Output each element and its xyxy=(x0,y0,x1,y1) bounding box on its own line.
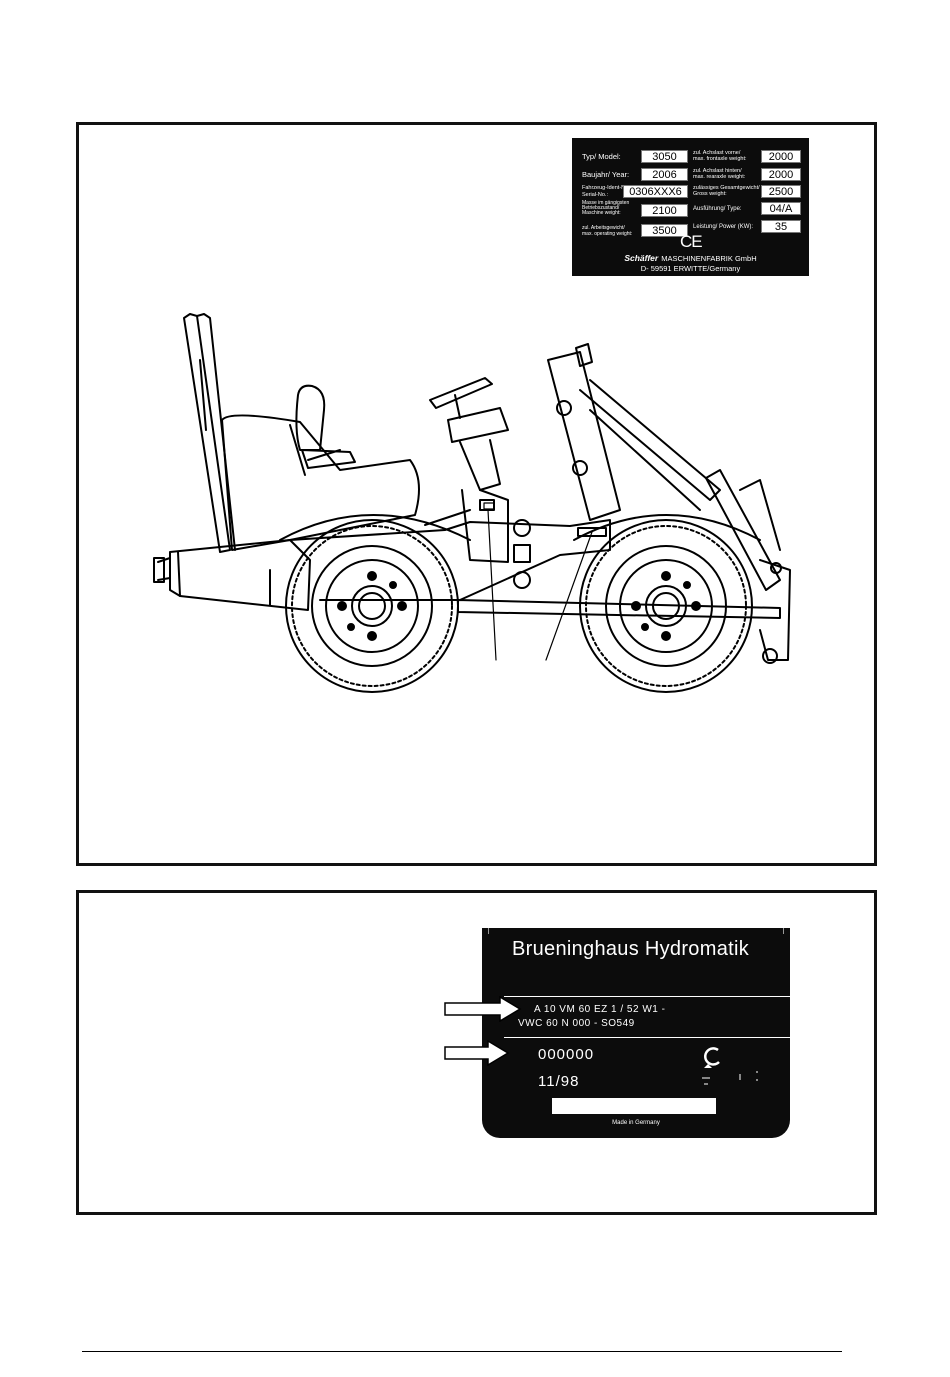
gross-label-2: Gross weight: xyxy=(693,191,727,197)
weight-label-1: Masse im gängigsten xyxy=(582,200,630,206)
arrow-type-icon xyxy=(444,996,522,1022)
seat xyxy=(295,384,356,469)
opweight-value: 3500 xyxy=(641,224,688,237)
weight-value: 2100 xyxy=(641,204,688,217)
rear-wheel xyxy=(279,514,471,693)
pump-barcode-field xyxy=(552,1098,716,1114)
maker-brand: Schäffer xyxy=(624,253,659,263)
pump-divider-2 xyxy=(504,1037,790,1038)
pump-brand: Brueninghaus Hydromatik xyxy=(512,938,750,960)
pump-divider-1 xyxy=(504,996,790,997)
rear-axle-label-2: max. rearaxle weight: xyxy=(693,174,746,180)
front-axle-label-2: max. frontaxle weight: xyxy=(693,156,747,162)
maker-address: D- 59591 ERWITTE/Germany xyxy=(640,264,741,273)
pump-plate-edge xyxy=(488,928,784,934)
front-wheel xyxy=(573,514,761,693)
serial-label-de: Fahrzeug-Ident-Nr./ xyxy=(582,185,630,191)
maker-name: MASCHINENFABRIK GmbH xyxy=(661,254,757,263)
loader-drawing xyxy=(153,313,791,693)
pump-date: 11/98 xyxy=(538,1073,580,1090)
rops-frame xyxy=(183,313,236,553)
pump-serial: 000000 xyxy=(538,1046,595,1063)
rear-axle-value: 2000 xyxy=(761,168,801,181)
steering xyxy=(429,377,509,563)
opweight-label-1: zul. Arbeitsgewicht/ xyxy=(582,225,625,231)
engine-hood xyxy=(221,414,420,551)
power-value: 35 xyxy=(761,220,801,233)
pump-type-line-2: VWC 60 N 000 - SO549 xyxy=(518,1018,635,1029)
reference-lines xyxy=(483,502,593,661)
pump-type-line-1: A 10 VM 60 EZ 1 / 52 W1 - xyxy=(534,1004,666,1015)
pump-made-in: Made in Germany xyxy=(612,1120,660,1126)
opweight-label-2: max. operating weight: xyxy=(582,231,633,237)
rotation-direction-icon xyxy=(704,1047,720,1068)
model-label: Typ/ Model: xyxy=(582,152,621,161)
pump-figure-frame xyxy=(76,890,877,1215)
type-plate: Typ/ Model: 3050 Baujahr/ Year: 2006 Fah… xyxy=(572,138,809,276)
serial-label-en: Serial-No.: xyxy=(582,192,608,198)
machine-figure-frame xyxy=(76,122,877,866)
pump-nameplate: Brueninghaus Hydromatik A 10 VM 60 EZ 1 … xyxy=(482,928,790,1138)
gross-value: 2500 xyxy=(761,185,801,198)
weight-label-2: Betriebszustand/ xyxy=(582,205,620,211)
year-value: 2006 xyxy=(641,168,688,181)
type-label: Ausführung/ Type: xyxy=(693,206,742,212)
ce-mark: CE xyxy=(680,232,703,251)
gross-label-1: zulässiges Gesamtgewicht/ xyxy=(693,185,760,191)
rear-axle-label-1: zul. Achslast hinten/ xyxy=(693,168,742,174)
year-label: Baujahr/ Year: xyxy=(582,170,630,179)
weight-label-3: Maschine weight: xyxy=(582,210,621,216)
front-axle-value: 2000 xyxy=(761,150,801,163)
pump-symbol-marks-icon xyxy=(702,1071,758,1085)
power-label: Leistung/ Power (KW): xyxy=(693,224,754,230)
serial-value: 0306XXX6 xyxy=(623,185,688,198)
arrow-serial-icon xyxy=(444,1040,510,1066)
type-value: 04/A xyxy=(761,202,801,215)
model-value: 3050 xyxy=(641,150,688,163)
footer-rule xyxy=(82,1351,842,1352)
loader-arm xyxy=(547,343,791,664)
front-axle-label-1: zul. Achslast vorne/ xyxy=(693,150,741,156)
